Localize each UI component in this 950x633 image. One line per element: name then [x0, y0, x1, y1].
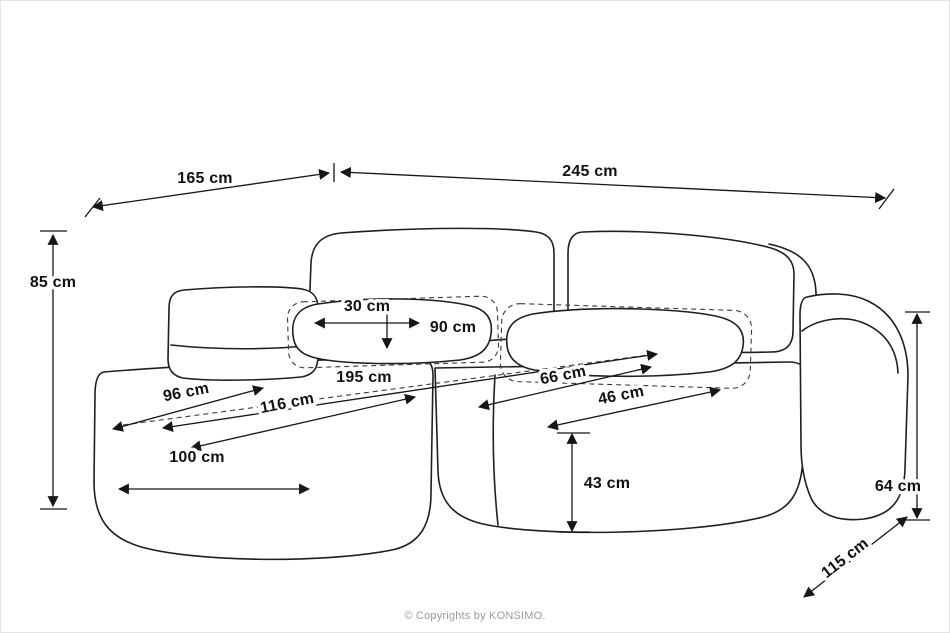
dim-label-sleeping-length: 195 cm: [336, 369, 391, 386]
dim-label-total-height: 85 cm: [30, 274, 76, 291]
dim-label-seat-height: 43 cm: [584, 475, 630, 492]
dim-arrow-back-width-right: [339, 166, 887, 204]
pillow-right-bounds-dashed: [499, 303, 753, 389]
sofa-back-panel-line: [768, 243, 817, 306]
copyright-text: © Copyrights by KONSIMO.: [404, 610, 545, 622]
dim-label-pillow-height: 30 cm: [344, 298, 390, 315]
dim-arrow-back-width-left: [91, 168, 331, 212]
dim-tick-top-right: [878, 188, 895, 210]
dim-arrow-sleeping-width: [189, 393, 417, 452]
dim-tick-top-left: [84, 197, 101, 218]
pillow-right: [505, 307, 745, 378]
dim-label-armrest-height: 64 cm: [875, 478, 921, 495]
armrest-right-seam: [801, 317, 899, 374]
dim-label-chaise-length: 100 cm: [169, 449, 224, 466]
dim-label-back-width-right: 245 cm: [562, 163, 617, 180]
dim-arrow-total-depth: [803, 516, 908, 598]
dim-label-back-width-left: 165 cm: [177, 170, 232, 187]
dim-arrow-seat-depth: [546, 386, 722, 431]
dim-label-total-depth: 115 cm: [818, 535, 871, 582]
dimension-lines: [40, 163, 930, 598]
pillow-left-bounds-dashed: [286, 295, 500, 369]
dim-label-pillow-width: 90 cm: [430, 319, 476, 336]
chaise: [93, 357, 434, 561]
sofa-illustration: [93, 227, 909, 561]
